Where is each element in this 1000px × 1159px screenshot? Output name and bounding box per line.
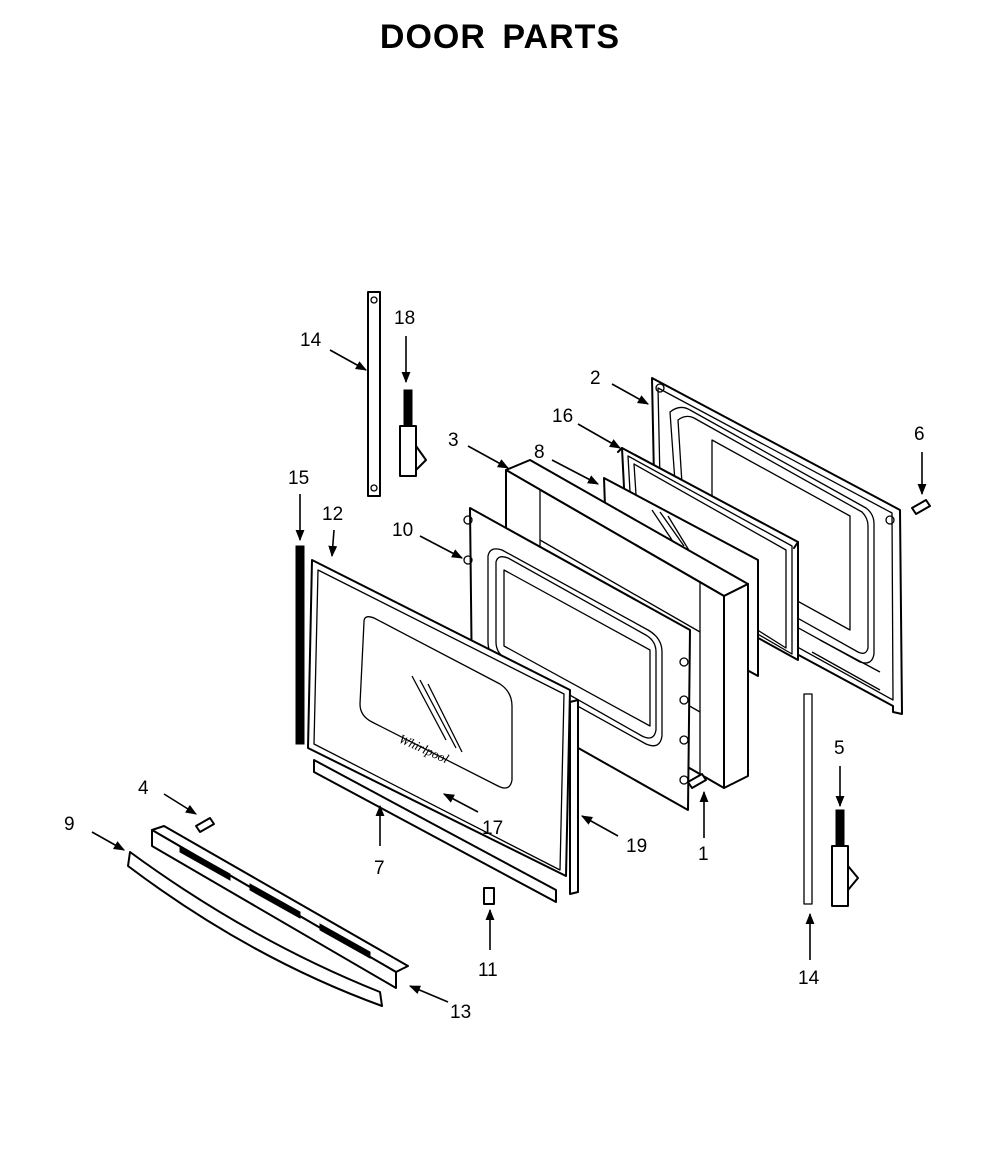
- part-9-door-handle: [127, 851, 383, 1007]
- callout-13: 13: [450, 1002, 471, 1023]
- part-6-screw: [911, 499, 931, 515]
- callout-18: 18: [394, 308, 415, 329]
- callout-14-upper: 14: [300, 330, 322, 351]
- callout-1: 1: [698, 844, 709, 865]
- callout-10: 10: [392, 520, 413, 541]
- callout-3: 3: [448, 430, 459, 451]
- part-12-outer-door-panel: Whirlpool: [307, 559, 571, 877]
- callout-11: 11: [478, 960, 498, 981]
- part-14-hinge-channel-upper: [367, 291, 381, 497]
- callout-16: 16: [552, 406, 573, 427]
- callout-2: 2: [590, 368, 601, 389]
- callout-17: 17: [482, 818, 503, 839]
- callout-6: 6: [914, 424, 925, 445]
- part-15-side-trim: [295, 545, 305, 745]
- part-11-screw: [483, 887, 495, 905]
- callout-15: 15: [288, 468, 309, 489]
- part-5-hinge: [831, 809, 859, 907]
- callout-14-lower: 14: [798, 968, 820, 989]
- callout-8: 8: [534, 442, 545, 463]
- callout-5: 5: [834, 738, 845, 759]
- part-19-side-trim: [569, 699, 579, 895]
- part-18-hinge: [399, 389, 427, 477]
- part-13-handle-bracket: [151, 825, 409, 989]
- callout-9: 9: [64, 814, 75, 835]
- callout-19: 19: [626, 836, 647, 857]
- callout-12: 12: [322, 504, 343, 525]
- part-7-vent-trim: [313, 759, 557, 903]
- part-4-screw: [195, 817, 215, 833]
- part-1-screw: [687, 773, 707, 789]
- callout-4: 4: [138, 778, 149, 799]
- page-title: DOOR PARTS: [379, 18, 621, 56]
- part-14-hinge-channel-lower: [803, 693, 813, 905]
- callout-7: 7: [374, 858, 385, 879]
- leader-lines: [91, 336, 927, 1003]
